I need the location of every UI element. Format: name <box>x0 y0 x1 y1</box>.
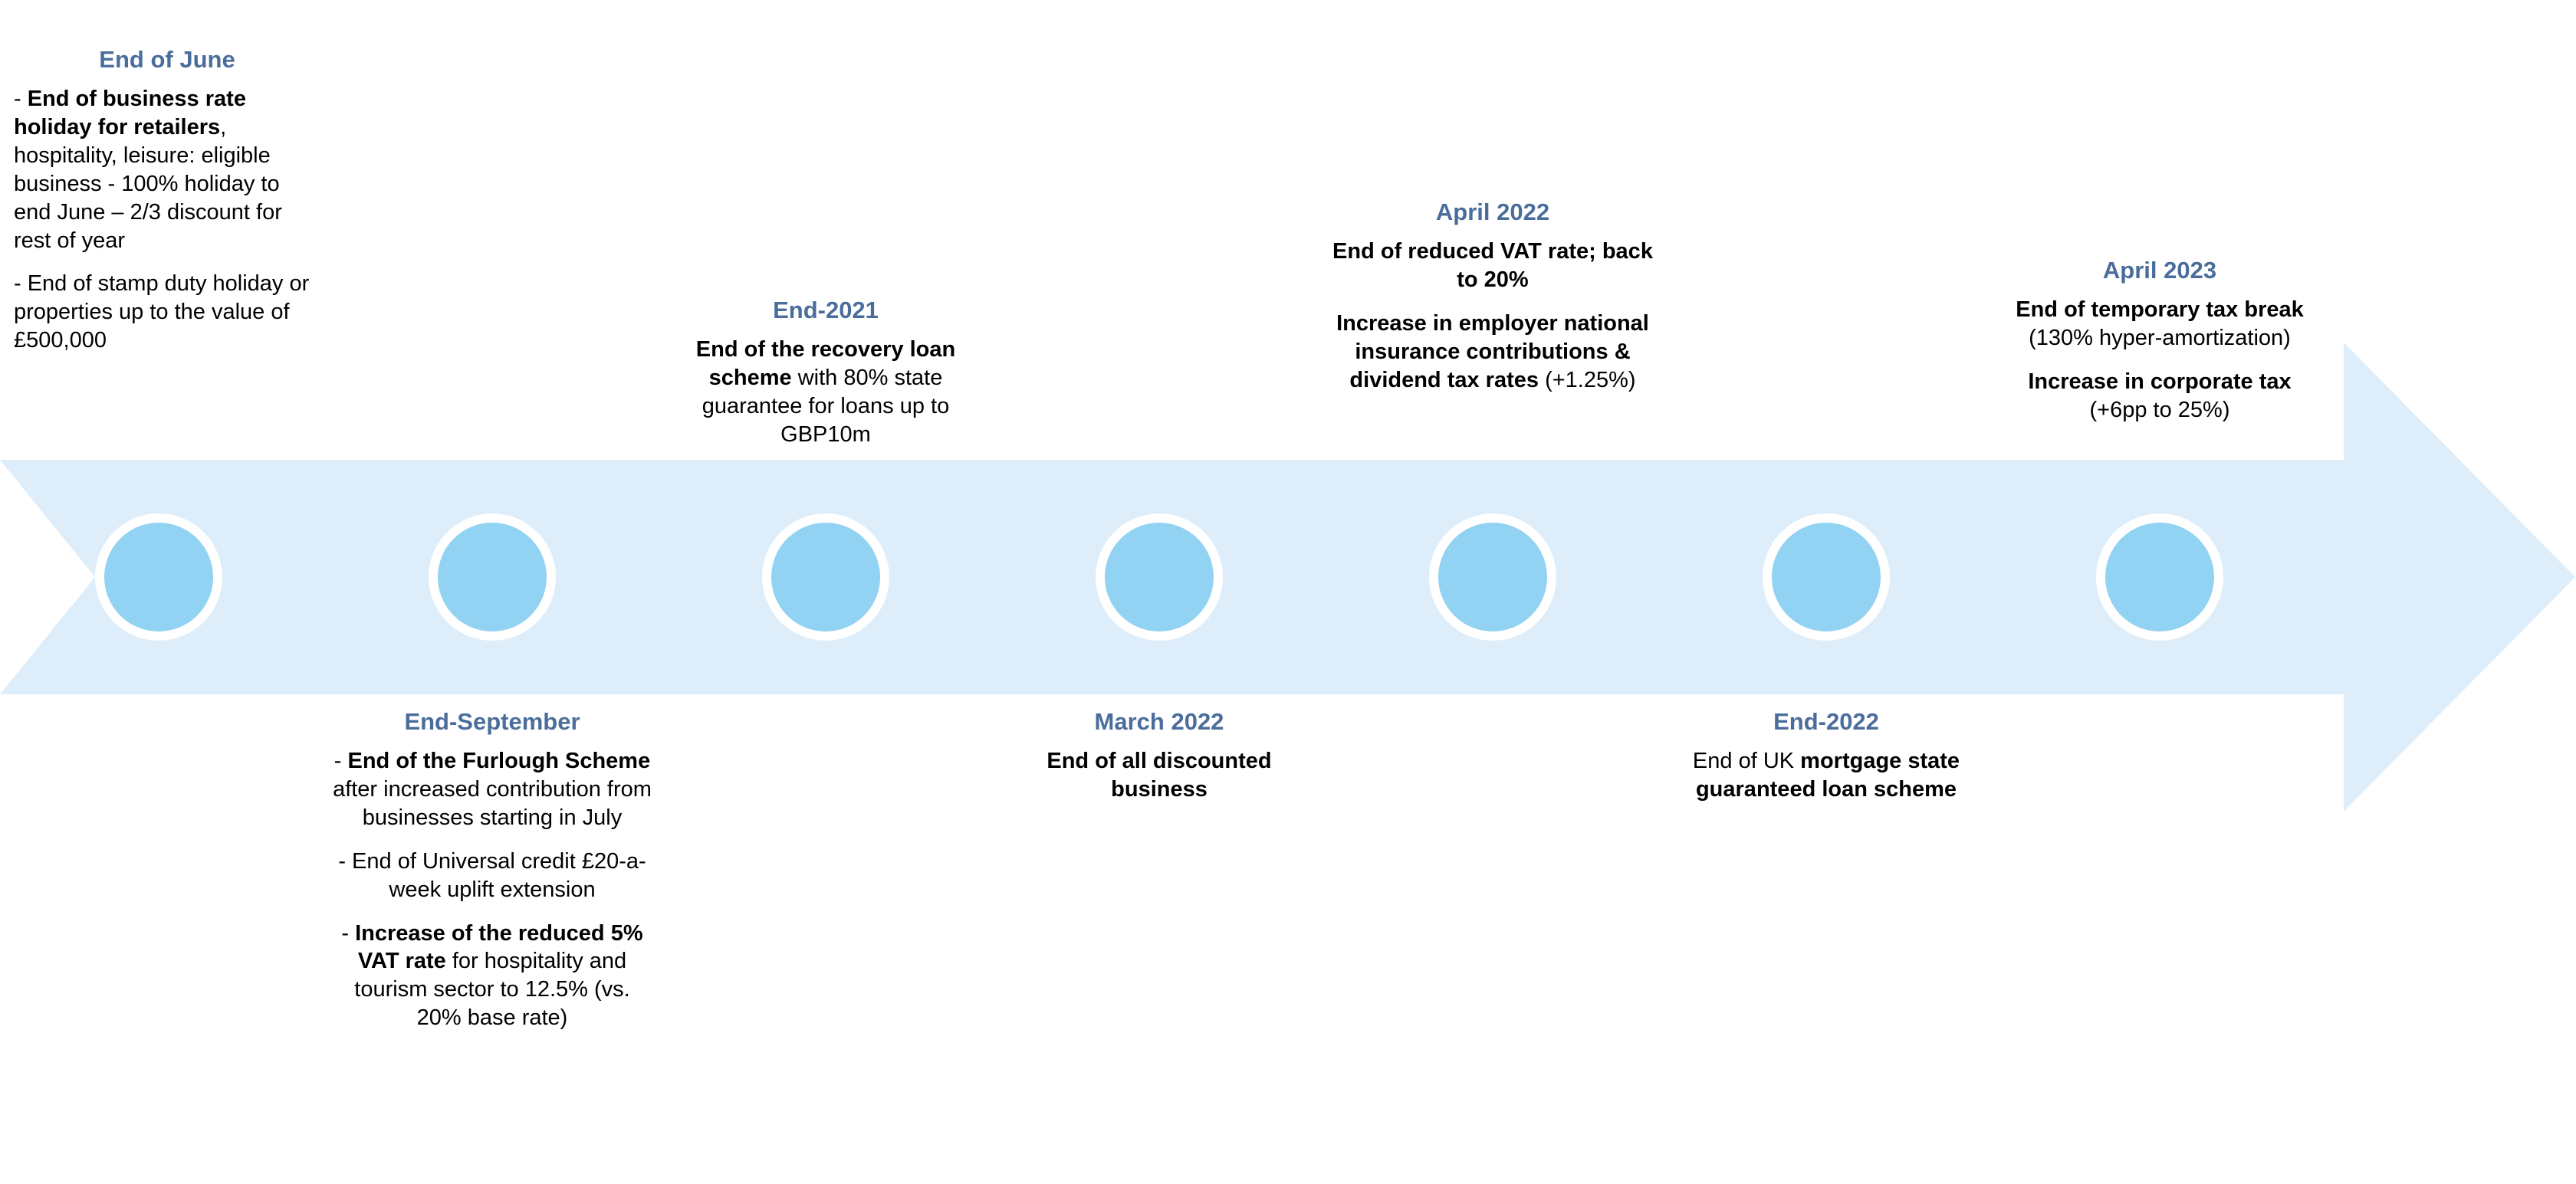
text-segment: Increase in employer national insurance … <box>1336 311 1649 392</box>
event-date-heading: End-September <box>404 708 580 735</box>
text-segment: - <box>341 920 356 946</box>
text-segment: End of reduced VAT rate; back to 20% <box>1332 239 1653 293</box>
event-block-end-2022: End-2022 End of UK mortgage state guaran… <box>1665 707 1987 804</box>
milestone-dot-7 <box>2096 513 2223 641</box>
event-date-heading: End of June <box>99 46 235 73</box>
event-paragraph: - End of Universal credit £20-a-week upl… <box>331 848 653 904</box>
text-segment: - <box>14 87 28 112</box>
text-segment: after increased contribution from busine… <box>333 777 652 831</box>
milestone-dot-6 <box>1763 513 1890 641</box>
text-segment: (+1.25%) <box>1539 367 1636 392</box>
event-date-heading: April 2023 <box>2102 257 2217 284</box>
milestone-dot-4 <box>1096 513 1223 641</box>
event-paragraph: End of UK mortgage state guaranteed loan… <box>1665 747 1987 804</box>
event-block-end-2021: End-2021 End of the recovery loan scheme… <box>665 295 987 449</box>
event-block-end-of-june: End of June - End of business rate holid… <box>14 44 320 355</box>
text-segment: Increase of the reduced 5% VAT rate <box>355 920 643 974</box>
event-block-april-2022: April 2022 End of reduced VAT rate; back… <box>1332 197 1654 395</box>
event-paragraph: Increase in corporate tax (+6pp to 25%) <box>1999 368 2321 425</box>
event-paragraph: End of reduced VAT rate; back to 20% <box>1332 238 1654 294</box>
text-segment: End of UK <box>1692 749 1801 774</box>
text-segment: - End of Universal credit £20-a-week upl… <box>338 848 646 902</box>
event-paragraph: - End of the Furlough Scheme after incre… <box>331 747 653 831</box>
event-paragraph: End of all discounted business <box>998 747 1320 804</box>
event-paragraph: End of the recovery loan scheme with 80%… <box>665 336 987 448</box>
text-segment: with 80% state guarantee for loans up to… <box>702 366 950 447</box>
text-segment: End of the Furlough Scheme <box>347 749 651 774</box>
event-paragraph: - Increase of the reduced 5% VAT rate fo… <box>331 920 653 1032</box>
event-block-april-2023: April 2023 End of temporary tax break (1… <box>1999 255 2321 425</box>
milestone-dot-3 <box>762 513 889 641</box>
event-date-heading: End-2022 <box>1773 708 1879 735</box>
event-paragraph: - End of stamp duty holiday or propertie… <box>14 270 320 354</box>
milestone-dot-2 <box>429 513 556 641</box>
text-segment: mortgage state guaranteed loan scheme <box>1695 749 1960 802</box>
text-segment: (130% hyper-amortization) <box>2029 326 2291 351</box>
text-segment: Increase in corporate tax <box>2028 369 2292 395</box>
event-block-end-september: End-September - End of the Furlough Sche… <box>331 707 653 1032</box>
event-date-heading: March 2022 <box>1094 708 1224 735</box>
text-segment: End of all discounted business <box>1046 749 1272 802</box>
event-paragraph: End of temporary tax break (130% hyper-a… <box>1999 296 2321 353</box>
event-date-heading: April 2022 <box>1435 198 1550 225</box>
text-segment: - <box>334 749 348 774</box>
event-paragraph: Increase in employer national insurance … <box>1332 310 1654 394</box>
event-block-march-2022: March 2022 End of all discounted busines… <box>998 707 1320 804</box>
timeline-arrow <box>0 343 2575 812</box>
text-segment: End of business rate holiday for retaile… <box>14 87 246 140</box>
text-segment: , hospitality, leisure: eligible busines… <box>14 115 282 253</box>
event-paragraph: - End of business rate holiday for retai… <box>14 85 320 254</box>
event-date-heading: End-2021 <box>773 297 879 323</box>
milestone-dot-1 <box>95 513 222 641</box>
text-segment: for hospitality and tourism sector to 12… <box>354 949 630 1030</box>
text-segment: (+6pp to 25%) <box>2089 397 2230 422</box>
text-segment: - End of stamp duty holiday or propertie… <box>14 271 310 353</box>
milestone-dot-5 <box>1429 513 1556 641</box>
text-segment: End of temporary tax break <box>2016 297 2304 323</box>
text-segment: End of the recovery loan scheme <box>695 337 956 391</box>
